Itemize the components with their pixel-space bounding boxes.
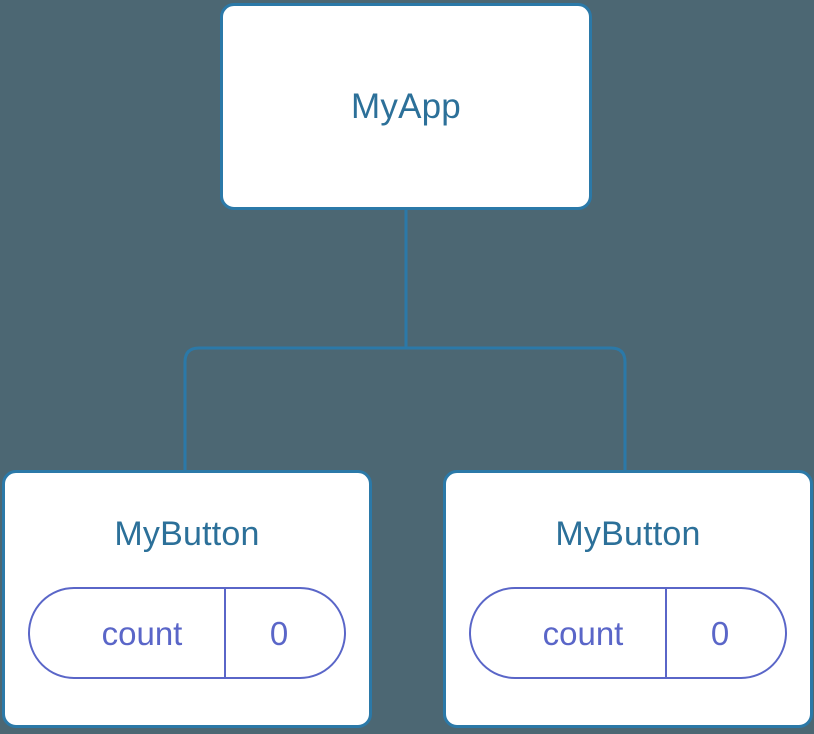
state-key-label: count [101,614,183,652]
node-mybutton-1-title: MyButton [114,515,260,553]
state-key-label: count [542,614,624,652]
state-value-label: 0 [224,589,344,677]
state-value-label: 0 [665,589,785,677]
state-badge-count-2[interactable]: count 0 [469,587,787,679]
node-myapp-title: MyApp [351,87,461,126]
node-myapp[interactable]: MyApp [220,3,592,210]
node-mybutton-1[interactable]: MyButton count 0 [2,470,372,728]
node-mybutton-2-title: MyButton [555,515,701,553]
state-badge-count-1[interactable]: count 0 [28,587,346,679]
node-mybutton-2[interactable]: MyButton count 0 [443,470,813,728]
edge-branch-bar [183,346,627,471]
